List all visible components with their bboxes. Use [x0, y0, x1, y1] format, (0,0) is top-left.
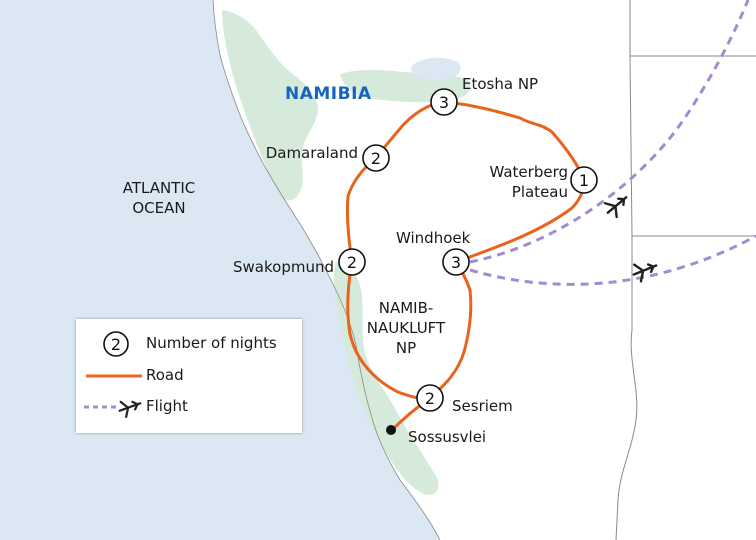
stop-label-sossusvlei: Sossusvlei	[408, 428, 487, 446]
nights-badge-etosha: 3	[430, 88, 458, 116]
legend-plane-icon	[118, 400, 142, 419]
flight-path-south	[469, 234, 756, 286]
nights-windhoek: 3	[451, 253, 461, 272]
etosha-pan	[411, 57, 461, 81]
legend-row-nights: 2 Number of nights	[76, 331, 302, 357]
nights-badge-sesriem: 2	[416, 384, 444, 412]
nights-sesriem: 2	[425, 389, 435, 408]
park-area-north	[222, 10, 318, 201]
stop-label-etosha: Etosha NP	[462, 75, 539, 93]
plane-icon-south	[632, 263, 658, 283]
ocean-label-line1: ATLANTIC	[122, 179, 196, 197]
flight-path-north	[469, 0, 750, 264]
stop-label-waterberg: Waterberg Plateau	[468, 162, 568, 202]
nights-badge-damaraland: 2	[362, 144, 390, 172]
nights-badge-windhoek: 3	[442, 248, 470, 276]
legend-row-flight: Flight	[76, 395, 302, 419]
nights-badge-waterberg: 1	[570, 166, 598, 194]
stop-label-waterberg-line1: Waterberg	[489, 163, 568, 181]
land-area	[213, 0, 756, 540]
coast-line	[212, 0, 441, 540]
plane-icon-north	[603, 196, 628, 219]
legend-flight-label: Flight	[146, 397, 188, 415]
nights-etosha: 3	[439, 93, 449, 112]
nights-swakopmund: 2	[347, 253, 357, 272]
nights-waterberg: 1	[579, 171, 589, 190]
map-legend: 2 Number of nights Road Flight	[76, 319, 302, 433]
stop-label-sesriem: Sesriem	[452, 397, 513, 415]
park-label: NAMIB- NAUKLUFT NP	[358, 298, 454, 358]
legend-row-road: Road	[76, 364, 302, 388]
ocean-label-line2: OCEAN	[132, 199, 186, 217]
country-label: NAMIBIA	[285, 84, 372, 104]
park-label-line1: NAMIB-	[378, 299, 434, 317]
stop-label-waterberg-line2: Plateau	[511, 183, 568, 201]
border-south	[615, 236, 638, 540]
legend-nights-sample: 2	[111, 335, 121, 354]
park-label-line3: NP	[395, 339, 417, 357]
park-label-line2: NAUKLUFT	[366, 319, 446, 337]
nights-badge-swakopmund: 2	[338, 248, 366, 276]
park-area-namib	[333, 262, 439, 495]
legend-road-icon	[86, 374, 142, 378]
stop-label-swakopmund: Swakopmund	[233, 258, 334, 276]
nights-damaraland: 2	[371, 149, 381, 168]
ocean-label: ATLANTIC OCEAN	[104, 178, 214, 218]
stop-label-damaraland: Damaraland	[265, 144, 358, 162]
sossusvlei-marker	[386, 425, 396, 435]
legend-flight-icon	[84, 400, 142, 419]
legend-road-label: Road	[146, 366, 184, 384]
legend-nights-label: Number of nights	[146, 334, 277, 352]
legend-nights-icon: 2	[103, 331, 129, 357]
stop-label-windhoek: Windhoek	[396, 229, 471, 247]
